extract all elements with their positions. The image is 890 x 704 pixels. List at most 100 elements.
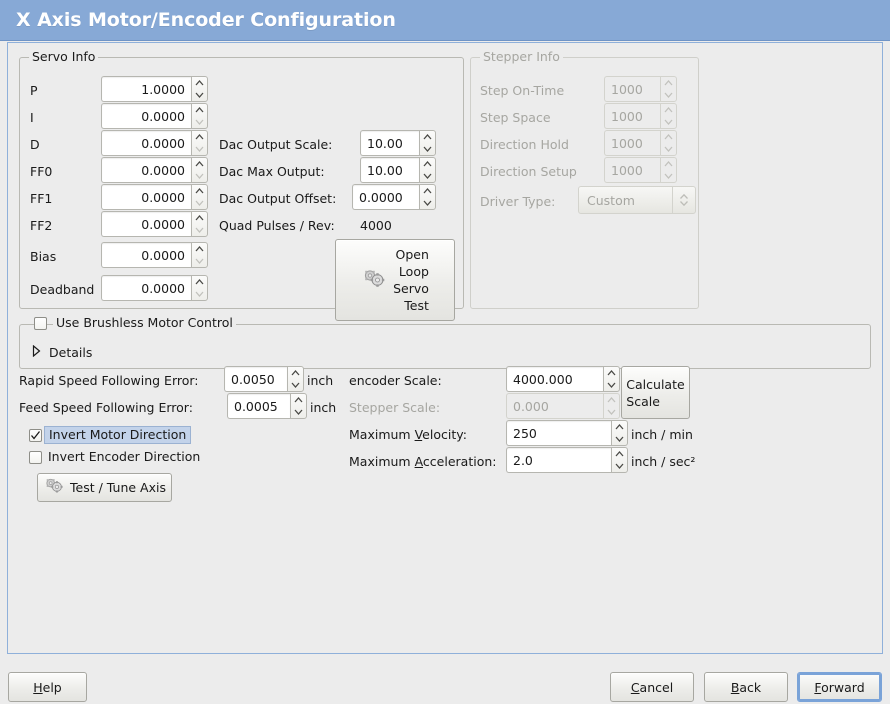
spin-up-icon[interactable] xyxy=(420,185,435,197)
spin-ff1-value[interactable]: 0.0000 xyxy=(101,184,191,210)
spin-dac-output-scale-buttons[interactable] xyxy=(419,130,436,156)
spin-down-icon[interactable] xyxy=(192,89,207,101)
spin-dac-max-output-value[interactable]: 10.00 xyxy=(360,157,419,183)
spin-dac-max-output-buttons[interactable] xyxy=(419,157,436,183)
spin-bias[interactable]: 0.0000 xyxy=(101,242,208,268)
spin-step-on-time-value[interactable]: 1000 xyxy=(604,76,660,102)
spin-ff0-buttons[interactable] xyxy=(191,157,208,183)
spin-up-icon[interactable] xyxy=(192,243,207,255)
cancel-button[interactable]: Cancel xyxy=(610,672,694,702)
spin-dac-output-offset-buttons[interactable] xyxy=(419,184,436,210)
spin-dac-max-output[interactable]: 10.00 xyxy=(360,157,436,183)
help-button[interactable]: Help xyxy=(8,672,87,702)
invert-encoder-direction-checkbox[interactable]: Invert Encoder Direction xyxy=(29,450,200,464)
spin-up-icon[interactable] xyxy=(291,394,306,406)
spin-down-icon[interactable] xyxy=(192,197,207,209)
spin-encoder-scale-buttons[interactable] xyxy=(603,366,620,392)
invert-motor-direction-checkbox[interactable]: Invert Motor Direction xyxy=(29,426,192,444)
spin-down-icon[interactable] xyxy=(192,224,207,236)
spin-down-icon[interactable] xyxy=(192,170,207,182)
spin-down-icon[interactable] xyxy=(612,460,627,472)
spin-ff0[interactable]: 0.0000 xyxy=(101,157,208,183)
spin-down-icon[interactable] xyxy=(291,406,306,418)
spin-down-icon[interactable] xyxy=(192,143,207,155)
spin-direction-hold[interactable]: 1000 xyxy=(604,130,677,156)
spin-down-icon[interactable] xyxy=(192,116,207,128)
spin-i[interactable]: 0.0000 xyxy=(101,103,208,129)
triangle-right-icon[interactable] xyxy=(32,344,41,360)
spin-i-value[interactable]: 0.0000 xyxy=(101,103,191,129)
spin-rapid-speed-following-error-buttons[interactable] xyxy=(287,366,304,392)
spin-down-icon[interactable] xyxy=(661,170,676,182)
spin-maximum-velocity[interactable]: 250 xyxy=(506,420,628,446)
details-expander[interactable]: Details xyxy=(32,344,92,360)
spin-dac-output-offset-value[interactable]: 0.0000 xyxy=(352,184,419,210)
spin-dac-output-scale-value[interactable]: 10.00 xyxy=(360,130,419,156)
spin-feed-speed-following-error[interactable]: 0.0005 xyxy=(227,393,307,419)
use-brushless-motor-control-checkbox[interactable]: Use Brushless Motor Control xyxy=(34,316,236,330)
spin-ff0-value[interactable]: 0.0000 xyxy=(101,157,191,183)
spin-step-space-buttons[interactable] xyxy=(660,103,677,129)
spin-dac-output-offset[interactable]: 0.0000 xyxy=(352,184,436,210)
chevron-updown-icon[interactable] xyxy=(673,187,695,213)
spin-direction-setup[interactable]: 1000 xyxy=(604,157,677,183)
spin-bias-buttons[interactable] xyxy=(191,242,208,268)
spin-down-icon[interactable] xyxy=(604,379,619,391)
spin-up-icon[interactable] xyxy=(661,131,676,143)
spin-up-icon[interactable] xyxy=(612,448,627,460)
spin-up-icon[interactable] xyxy=(192,212,207,224)
spin-ff2-buttons[interactable] xyxy=(191,211,208,237)
spin-stepper-scale-value[interactable]: 0.000 xyxy=(506,393,603,419)
spin-deadband[interactable]: 0.0000 xyxy=(101,275,208,301)
spin-step-on-time[interactable]: 1000 xyxy=(604,76,677,102)
spin-maximum-acceleration-value[interactable]: 2.0 xyxy=(506,447,611,473)
spin-step-on-time-buttons[interactable] xyxy=(660,76,677,102)
spin-step-space-value[interactable]: 1000 xyxy=(604,103,660,129)
spin-p-value[interactable]: 1.0000 xyxy=(101,76,191,102)
spin-down-icon[interactable] xyxy=(420,170,435,182)
spin-encoder-scale-value[interactable]: 4000.000 xyxy=(506,366,603,392)
spin-up-icon[interactable] xyxy=(288,367,303,379)
spin-direction-setup-value[interactable]: 1000 xyxy=(604,157,660,183)
spin-up-icon[interactable] xyxy=(192,77,207,89)
spin-down-icon[interactable] xyxy=(288,379,303,391)
spin-rapid-speed-following-error[interactable]: 0.0050 xyxy=(224,366,304,392)
spin-up-icon[interactable] xyxy=(420,158,435,170)
driver-type-combo[interactable]: Custom xyxy=(578,186,696,214)
spin-up-icon[interactable] xyxy=(661,104,676,116)
spin-direction-hold-value[interactable]: 1000 xyxy=(604,130,660,156)
spin-p[interactable]: 1.0000 xyxy=(101,76,208,102)
test-tune-axis-button[interactable]: Test / Tune Axis xyxy=(37,473,172,502)
open-loop-servo-test-button[interactable]: Open Loop Servo Test xyxy=(335,239,455,321)
spin-stepper-scale[interactable]: 0.000 xyxy=(506,393,620,419)
spin-up-icon[interactable] xyxy=(420,131,435,143)
spin-direction-hold-buttons[interactable] xyxy=(660,130,677,156)
spin-deadband-buttons[interactable] xyxy=(191,275,208,301)
spin-ff1-buttons[interactable] xyxy=(191,184,208,210)
spin-i-buttons[interactable] xyxy=(191,103,208,129)
spin-down-icon[interactable] xyxy=(661,143,676,155)
spin-maximum-acceleration[interactable]: 2.0 xyxy=(506,447,628,473)
checkbox-box[interactable] xyxy=(29,428,42,442)
driver-type-value[interactable]: Custom xyxy=(587,192,635,208)
spin-maximum-acceleration-buttons[interactable] xyxy=(611,447,628,473)
spin-maximum-velocity-value[interactable]: 250 xyxy=(506,420,611,446)
spin-up-icon[interactable] xyxy=(192,131,207,143)
spin-direction-setup-buttons[interactable] xyxy=(660,157,677,183)
spin-up-icon[interactable] xyxy=(604,394,619,406)
spin-rapid-speed-following-error-value[interactable]: 0.0050 xyxy=(224,366,287,392)
spin-up-icon[interactable] xyxy=(192,158,207,170)
spin-feed-speed-following-error-buttons[interactable] xyxy=(290,393,307,419)
back-button[interactable]: Back xyxy=(704,672,788,702)
spin-d-value[interactable]: 0.0000 xyxy=(101,130,191,156)
spin-down-icon[interactable] xyxy=(661,116,676,128)
spin-up-icon[interactable] xyxy=(192,276,207,288)
spin-deadband-value[interactable]: 0.0000 xyxy=(101,275,191,301)
checkbox-box[interactable] xyxy=(29,450,42,464)
spin-up-icon[interactable] xyxy=(192,185,207,197)
spin-up-icon[interactable] xyxy=(192,104,207,116)
spin-up-icon[interactable] xyxy=(612,421,627,433)
spin-ff1[interactable]: 0.0000 xyxy=(101,184,208,210)
spin-stepper-scale-buttons[interactable] xyxy=(603,393,620,419)
spin-up-icon[interactable] xyxy=(604,367,619,379)
